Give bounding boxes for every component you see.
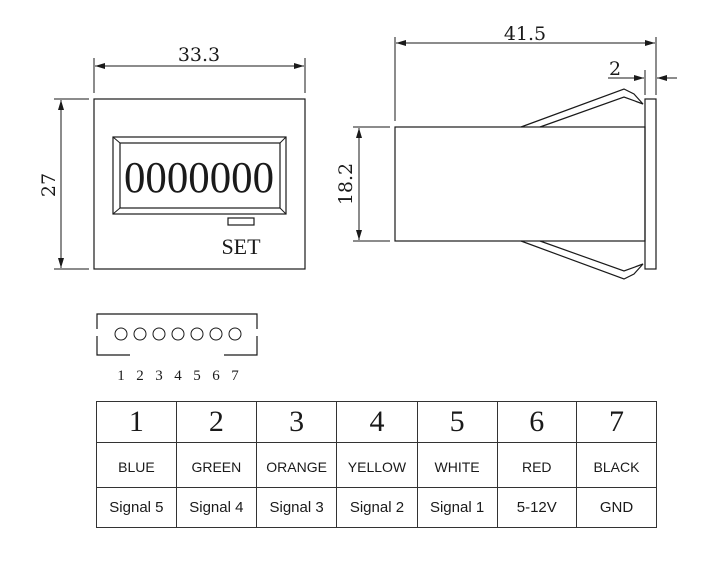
display-readout: 0000000 (124, 153, 274, 202)
pin-number-cell: 7 (576, 401, 657, 443)
signal-cell: Signal 5 (96, 487, 177, 528)
bottom-clip (520, 240, 644, 280)
connector-pin-number: 3 (155, 368, 163, 384)
front-height-dimension: 27 (38, 98, 89, 270)
connector-pin-number: 1 (117, 368, 125, 384)
flange-thickness-label: 2 (609, 58, 621, 80)
connector-housing-top (96, 313, 258, 329)
pin-number-cell: 1 (96, 401, 177, 443)
connector-pin-hole (133, 327, 147, 341)
connector-pin-hole (228, 327, 242, 341)
front-height-label: 27 (38, 173, 60, 197)
wire-color-cell: GREEN (175, 442, 257, 488)
connector-pin-hole (171, 327, 185, 341)
wire-color-cell: BLACK (576, 442, 657, 488)
connector-pin-number: 5 (193, 368, 201, 384)
connector-pin-hole (190, 327, 204, 341)
pin-number-cell: 4 (336, 401, 418, 443)
signal-cell: Signal 2 (336, 487, 418, 528)
set-button-label: SET (221, 234, 261, 259)
wire-color-cell: YELLOW (336, 442, 418, 488)
pin-number-cell: 3 (255, 401, 338, 443)
connector-pin-number: 7 (231, 368, 239, 384)
side-height-dimension: 18.2 (335, 126, 390, 242)
side-view: 41.5 2 18.2 (335, 23, 677, 280)
display-bezel (112, 136, 287, 215)
connector-pin-number: 2 (136, 368, 144, 384)
connector-pin-number: 4 (174, 368, 182, 384)
front-body-outline (93, 98, 306, 270)
pin-number-cell: 2 (175, 401, 257, 443)
side-flange (644, 98, 657, 270)
front-width-label: 33.3 (178, 44, 220, 66)
front-width-dimension: 33.3 (93, 44, 306, 93)
connector-pin-hole (209, 327, 223, 341)
wire-color-cell: ORANGE (255, 442, 338, 488)
connector-pin-number: 6 (212, 368, 220, 384)
signal-cell: Signal 1 (416, 487, 498, 528)
pin-number-cell: 6 (496, 401, 578, 443)
flange-thickness-dimension: 2 (608, 58, 677, 95)
connector-housing-left (96, 336, 130, 356)
top-clip (520, 88, 644, 128)
front-view: 33.3 27 0000000 SET (38, 44, 306, 270)
connector-pin-hole (152, 327, 166, 341)
side-length-dimension: 41.5 (394, 23, 657, 121)
wire-color-cell: BLUE (96, 442, 177, 488)
connector-pin-hole (114, 327, 128, 341)
set-button[interactable] (227, 217, 255, 226)
pin-number-cell: 5 (416, 401, 498, 443)
side-height-label: 18.2 (335, 163, 357, 205)
wire-color-cell: WHITE (416, 442, 498, 488)
connector-housing-right (224, 336, 258, 356)
signal-cell: Signal 4 (175, 487, 257, 528)
wire-color-cell: RED (496, 442, 578, 488)
signal-cell: Signal 3 (255, 487, 338, 528)
side-body-outline (394, 126, 646, 242)
signal-cell: 5-12V (496, 487, 578, 528)
side-length-label: 41.5 (504, 23, 546, 45)
signal-cell: GND (576, 487, 657, 528)
